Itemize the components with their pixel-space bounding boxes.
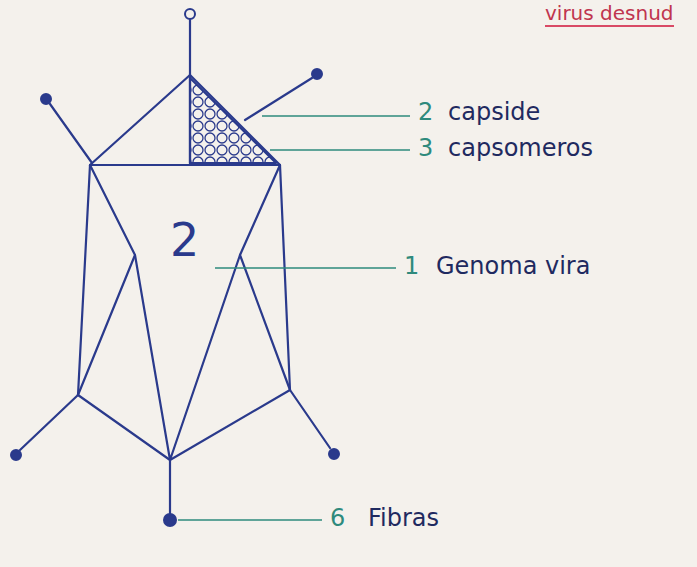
body-number: 2 <box>170 215 199 266</box>
part-label: capside <box>448 99 540 125</box>
callout-number: 6 <box>330 505 345 531</box>
part-label: capsomeros <box>448 135 593 161</box>
leader-line <box>262 115 410 117</box>
leader-line <box>270 149 410 151</box>
callout-number: 3 <box>418 135 433 161</box>
callout-number: 1 <box>404 253 419 279</box>
part-label: Genoma vira <box>436 253 590 279</box>
page-title: virus desnud <box>545 2 674 27</box>
leader-line <box>178 519 322 521</box>
leader-line <box>215 267 396 269</box>
callout-number: 2 <box>418 99 433 125</box>
part-label: Fibras <box>368 505 439 531</box>
